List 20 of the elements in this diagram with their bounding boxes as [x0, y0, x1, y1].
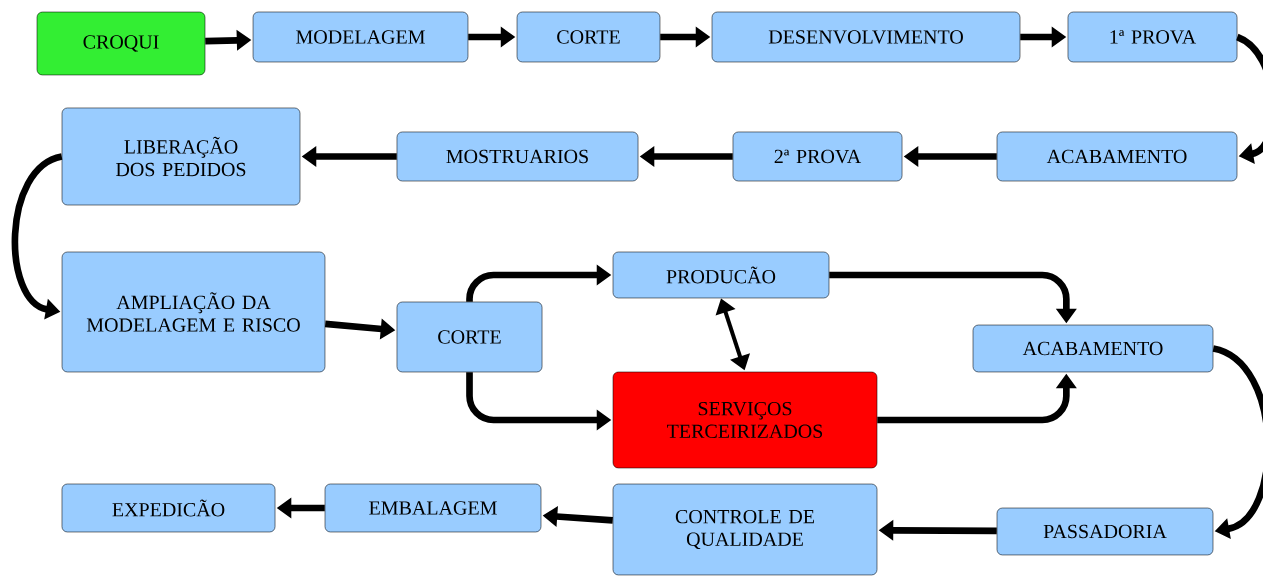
process-box: CONTROLE DE QUALIDADE — [612, 483, 878, 576]
process-box: PASSADORIA — [996, 507, 1214, 556]
process-box: LIBERAÇÃO DOS PEDIDOS — [61, 107, 301, 206]
process-box: CORTE — [396, 301, 543, 373]
process-box: EXPEDICÃO — [61, 483, 276, 533]
process-box: ACABAMENTO — [996, 131, 1238, 182]
process-box: AMPLIAÇÃO DA MODELAGEM E RISCO — [61, 251, 326, 373]
process-box: EMBALAGEM — [324, 483, 542, 533]
process-box: MODELAGEM — [252, 11, 469, 63]
process-box: PRODUCÃO — [612, 251, 830, 299]
process-box: DESENVOLVIMENTO — [711, 11, 1021, 63]
arrow — [1212, 345, 1263, 540]
process-box: ACABAMENTO — [972, 324, 1214, 373]
process-box: 1ª PROVA — [1067, 11, 1238, 63]
process-box: 2ª PROVA — [732, 131, 903, 182]
process-box: MOSTRUARIOS — [396, 131, 639, 182]
process-box: CROQUI — [36, 11, 206, 76]
process-box: SERVIÇOS TERCEIRIZADOS — [612, 371, 878, 469]
arrow — [1235, 34, 1263, 165]
process-box: CORTE — [516, 11, 661, 63]
